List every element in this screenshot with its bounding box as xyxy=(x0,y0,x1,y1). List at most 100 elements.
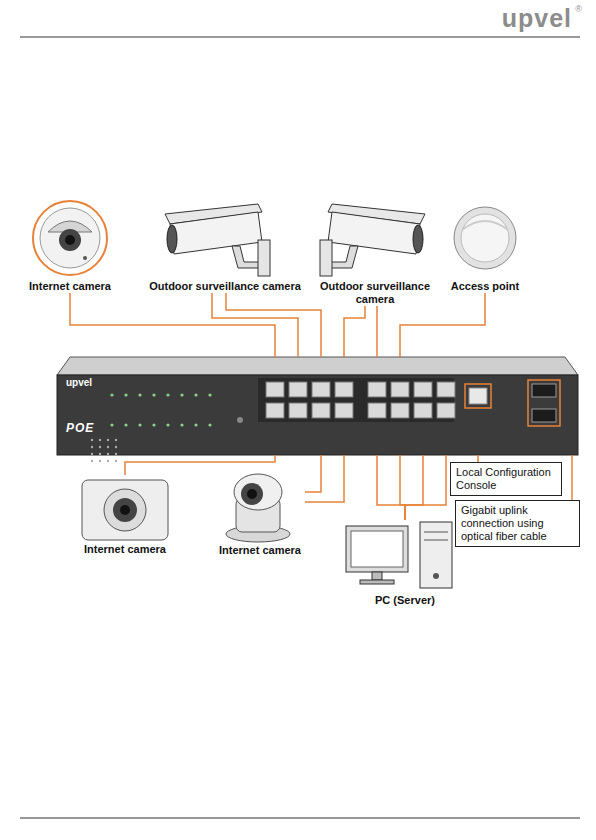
header-rule xyxy=(20,37,580,38)
device-label: Internet camera xyxy=(70,543,180,556)
device-node: Internet camera xyxy=(215,470,305,557)
dome-camera xyxy=(33,201,107,275)
registered-mark: ® xyxy=(575,4,582,14)
speaker-dot xyxy=(107,453,109,455)
port-group xyxy=(110,382,455,427)
speaker-dot xyxy=(99,446,101,448)
status-led xyxy=(138,423,141,426)
switch-node: upvelPOE xyxy=(57,357,578,455)
cable-connector xyxy=(571,455,573,500)
device-label: Outdoor surveillance camera xyxy=(140,280,310,293)
device-node: PC (Server) xyxy=(340,520,470,607)
cable-connector xyxy=(226,293,321,357)
device-node: Internet camera xyxy=(70,475,180,556)
status-led xyxy=(166,423,169,426)
status-led xyxy=(110,423,113,426)
device-label: Outdoor surveillance camera xyxy=(315,280,435,306)
status-led xyxy=(138,393,141,396)
cable-connector xyxy=(405,455,446,520)
brand-logo: upvel xyxy=(502,4,572,33)
speaker-dot xyxy=(99,460,101,462)
cable-connector xyxy=(400,293,485,357)
status-led xyxy=(194,393,197,396)
callout-box: Gigabit uplink connection using optical … xyxy=(455,500,580,547)
picture-space xyxy=(70,475,180,543)
ethernet-port xyxy=(368,382,386,397)
picture-space xyxy=(215,470,305,544)
status-led xyxy=(180,423,183,426)
speaker-dot xyxy=(107,460,109,462)
status-led xyxy=(180,393,183,396)
picture-space xyxy=(140,200,310,280)
ethernet-port xyxy=(266,403,284,418)
device-node: Outdoor surveillance camera xyxy=(315,200,435,306)
ptz-camera xyxy=(226,474,290,542)
ethernet-port xyxy=(437,403,455,418)
outdoor-camera xyxy=(320,204,425,276)
callout-box: Local Configuration Console xyxy=(450,462,562,496)
status-led xyxy=(124,423,127,426)
ethernet-port xyxy=(289,382,307,397)
status-led xyxy=(110,393,113,396)
ethernet-port xyxy=(266,382,284,397)
cable-connector xyxy=(125,455,275,475)
speaker-dot xyxy=(99,453,101,455)
cable-connector xyxy=(305,455,321,492)
speaker-dot xyxy=(91,446,93,448)
picture-space xyxy=(340,520,470,594)
status-led xyxy=(152,393,155,396)
cable-connector xyxy=(377,455,405,520)
ethernet-port xyxy=(368,403,386,418)
speaker-dot xyxy=(91,453,93,455)
outdoor-camera xyxy=(165,204,270,276)
picture-space xyxy=(20,200,120,280)
ethernet-port xyxy=(335,382,353,397)
cable-connector xyxy=(405,455,423,520)
device-node: Access point xyxy=(440,200,530,293)
device-node: Internet camera xyxy=(20,200,120,293)
ethernet-port xyxy=(289,403,307,418)
device-label: Access point xyxy=(440,280,530,293)
brand-logo: upvel xyxy=(66,377,92,388)
picture-space xyxy=(315,200,435,280)
ethernet-port xyxy=(335,403,353,418)
cable-connector xyxy=(212,293,298,357)
ethernet-port xyxy=(312,382,330,397)
ethernet-port xyxy=(391,382,409,397)
device-label: Internet camera xyxy=(215,544,305,557)
cable-connector xyxy=(305,455,344,502)
status-led xyxy=(194,423,197,426)
status-led xyxy=(208,393,211,396)
speaker-dot xyxy=(115,439,117,441)
cable-connector xyxy=(344,306,365,357)
ethernet-port xyxy=(437,382,455,397)
status-led xyxy=(166,393,169,396)
speaker-dot xyxy=(107,446,109,448)
ethernet-port xyxy=(312,403,330,418)
speaker-dot xyxy=(115,460,117,462)
pc-server xyxy=(346,522,452,588)
speaker-dot xyxy=(107,439,109,441)
callout-text: Local Configuration Console xyxy=(456,466,556,492)
cube-camera xyxy=(82,439,168,540)
device-label: Internet camera xyxy=(20,280,120,293)
device-label: PC (Server) xyxy=(340,594,470,607)
picture-space xyxy=(440,200,530,280)
device-node: Outdoor surveillance camera xyxy=(140,200,310,293)
ethernet-port xyxy=(391,403,409,418)
poe-switch xyxy=(57,357,578,455)
access-point xyxy=(454,207,516,269)
speaker-dot xyxy=(91,439,93,441)
cable-connector xyxy=(70,293,275,357)
callout-text: Gigabit uplink connection using optical … xyxy=(461,504,574,543)
speaker-dot xyxy=(99,439,101,441)
ethernet-port xyxy=(414,403,432,418)
cable-connector xyxy=(376,306,378,357)
status-led xyxy=(152,423,155,426)
speaker-dots xyxy=(91,439,117,462)
ethernet-port xyxy=(414,382,432,397)
status-led xyxy=(208,423,211,426)
